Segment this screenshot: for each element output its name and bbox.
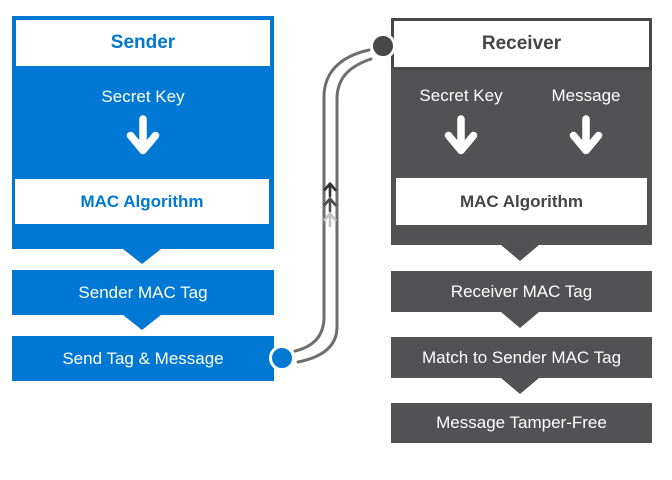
receiver-header: Receiver: [391, 18, 652, 70]
sender-mac-tag-bar: Sender MAC Tag: [12, 270, 274, 315]
flow-notch-receiver-2: [501, 312, 539, 328]
receiver-mac-tag-bar: Receiver MAC Tag: [391, 271, 652, 312]
receiver-message-label: Message: [551, 86, 621, 105]
down-arrow-icon: [569, 115, 603, 155]
receiver-connector-node-icon: [370, 33, 396, 59]
receiver-title: Receiver: [481, 33, 562, 54]
down-arrow-icon: [444, 115, 478, 155]
sender-connector-node-icon: [269, 345, 295, 371]
send-tag-message-bar: Send Tag & Message: [12, 336, 274, 381]
sender-secret-key-label: Secret Key: [101, 87, 185, 106]
up-arrow-icon-middle: [323, 197, 337, 213]
sender-box: Secret Key MAC Algorithm: [12, 70, 274, 249]
message-tamper-free-bar: Message Tamper-Free: [391, 403, 652, 443]
match-sender-mac-tag-bar: Match to Sender MAC Tag: [391, 337, 652, 378]
flow-notch-receiver-3: [501, 378, 539, 394]
flow-notch-sender-2: [123, 315, 161, 330]
receiver-mac-algorithm-label: MAC Algorithm: [459, 191, 584, 211]
up-arrow-icon-bottom: [323, 212, 337, 228]
receiver-secret-key-label: Secret Key: [419, 86, 503, 105]
sender-mac-algorithm-label: MAC Algorithm: [80, 191, 204, 211]
sender-mac-algorithm-strip: MAC Algorithm: [15, 179, 269, 224]
sender-title: Sender: [110, 32, 176, 53]
receiver-box: Secret Key Message MAC Algorithm: [391, 70, 652, 245]
connector-line-outer: [293, 48, 371, 353]
up-arrow-icon-top: [323, 182, 337, 198]
receiver-mac-algorithm-strip: MAC Algorithm: [396, 178, 647, 225]
down-arrow-icon: [126, 115, 160, 155]
sender-header: Sender: [12, 16, 274, 70]
flow-notch-receiver-1: [501, 245, 539, 261]
connector-line-inner: [296, 57, 373, 364]
flow-notch-sender-1: [123, 249, 161, 264]
